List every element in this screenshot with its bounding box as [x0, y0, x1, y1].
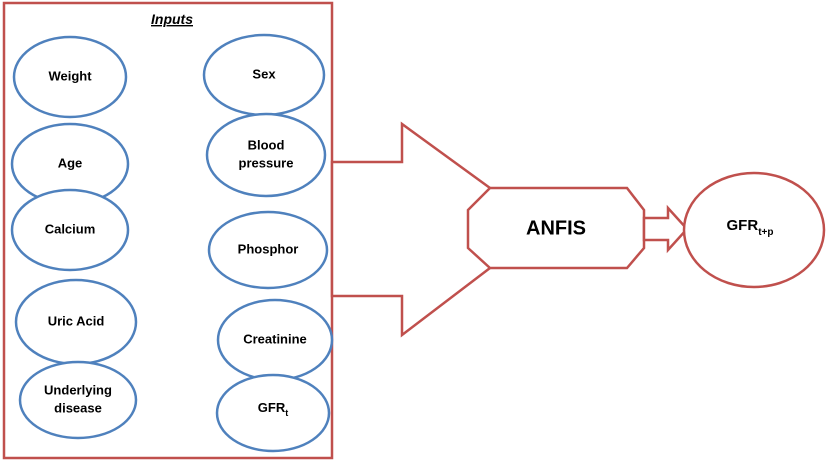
input-phosphor-label: Phosphor: [238, 241, 299, 256]
input-age: Age: [10, 122, 130, 206]
output-sub: t+p: [758, 227, 773, 238]
input-weight-ellipse: [12, 35, 128, 119]
input-weight: Weight: [12, 35, 128, 119]
input-weight-label: Weight: [48, 68, 92, 83]
input-gfr-t-ellipse: [215, 373, 331, 453]
input-blood-pressure-label-1: Blood: [248, 137, 285, 152]
input-gfr-t-base: GFR: [258, 400, 286, 415]
input-calcium-ellipse: [10, 188, 130, 272]
output-ellipse: [682, 171, 826, 289]
input-phosphor-ellipse: [207, 210, 329, 290]
inputs-to-anfis-arrow: [330, 121, 492, 338]
anfis-block: [466, 186, 646, 270]
anfis-to-output-arrow: [642, 204, 689, 254]
input-sex: Sex: [202, 33, 326, 117]
output-gfr-t-plus-p: GFRt+p: [682, 171, 826, 289]
output-label: GFRt+p: [727, 217, 774, 238]
input-calcium: Calcium: [10, 188, 130, 272]
anfis-label: ANFIS: [526, 217, 586, 239]
input-uric-acid: Uric Acid: [14, 278, 138, 366]
input-gfr-t-sub: t: [285, 408, 288, 418]
input-creatinine: Creatinine: [216, 298, 334, 382]
input-blood-pressure: Blood pressure: [205, 112, 327, 198]
input-age-label: Age: [58, 155, 83, 170]
input-blood-pressure-label-2: pressure: [239, 155, 294, 170]
input-underlying-disease-ellipse: [18, 360, 138, 440]
output-base: GFR: [727, 217, 759, 234]
input-underlying-disease: Underlying disease: [18, 360, 138, 440]
input-creatinine-label: Creatinine: [243, 331, 307, 346]
input-phosphor: Phosphor: [207, 210, 329, 290]
input-underlying-disease-label-2: disease: [54, 400, 102, 415]
input-gfr-t-label: GFRt: [258, 400, 288, 418]
input-calcium-label: Calcium: [45, 221, 96, 236]
input-gfr-t: GFRt: [215, 373, 331, 453]
input-blood-pressure-ellipse: [205, 112, 327, 198]
inputs-title: Inputs: [151, 11, 193, 27]
input-uric-acid-label: Uric Acid: [48, 313, 105, 328]
input-sex-label: Sex: [252, 66, 276, 81]
input-underlying-disease-label-1: Underlying: [44, 382, 112, 397]
